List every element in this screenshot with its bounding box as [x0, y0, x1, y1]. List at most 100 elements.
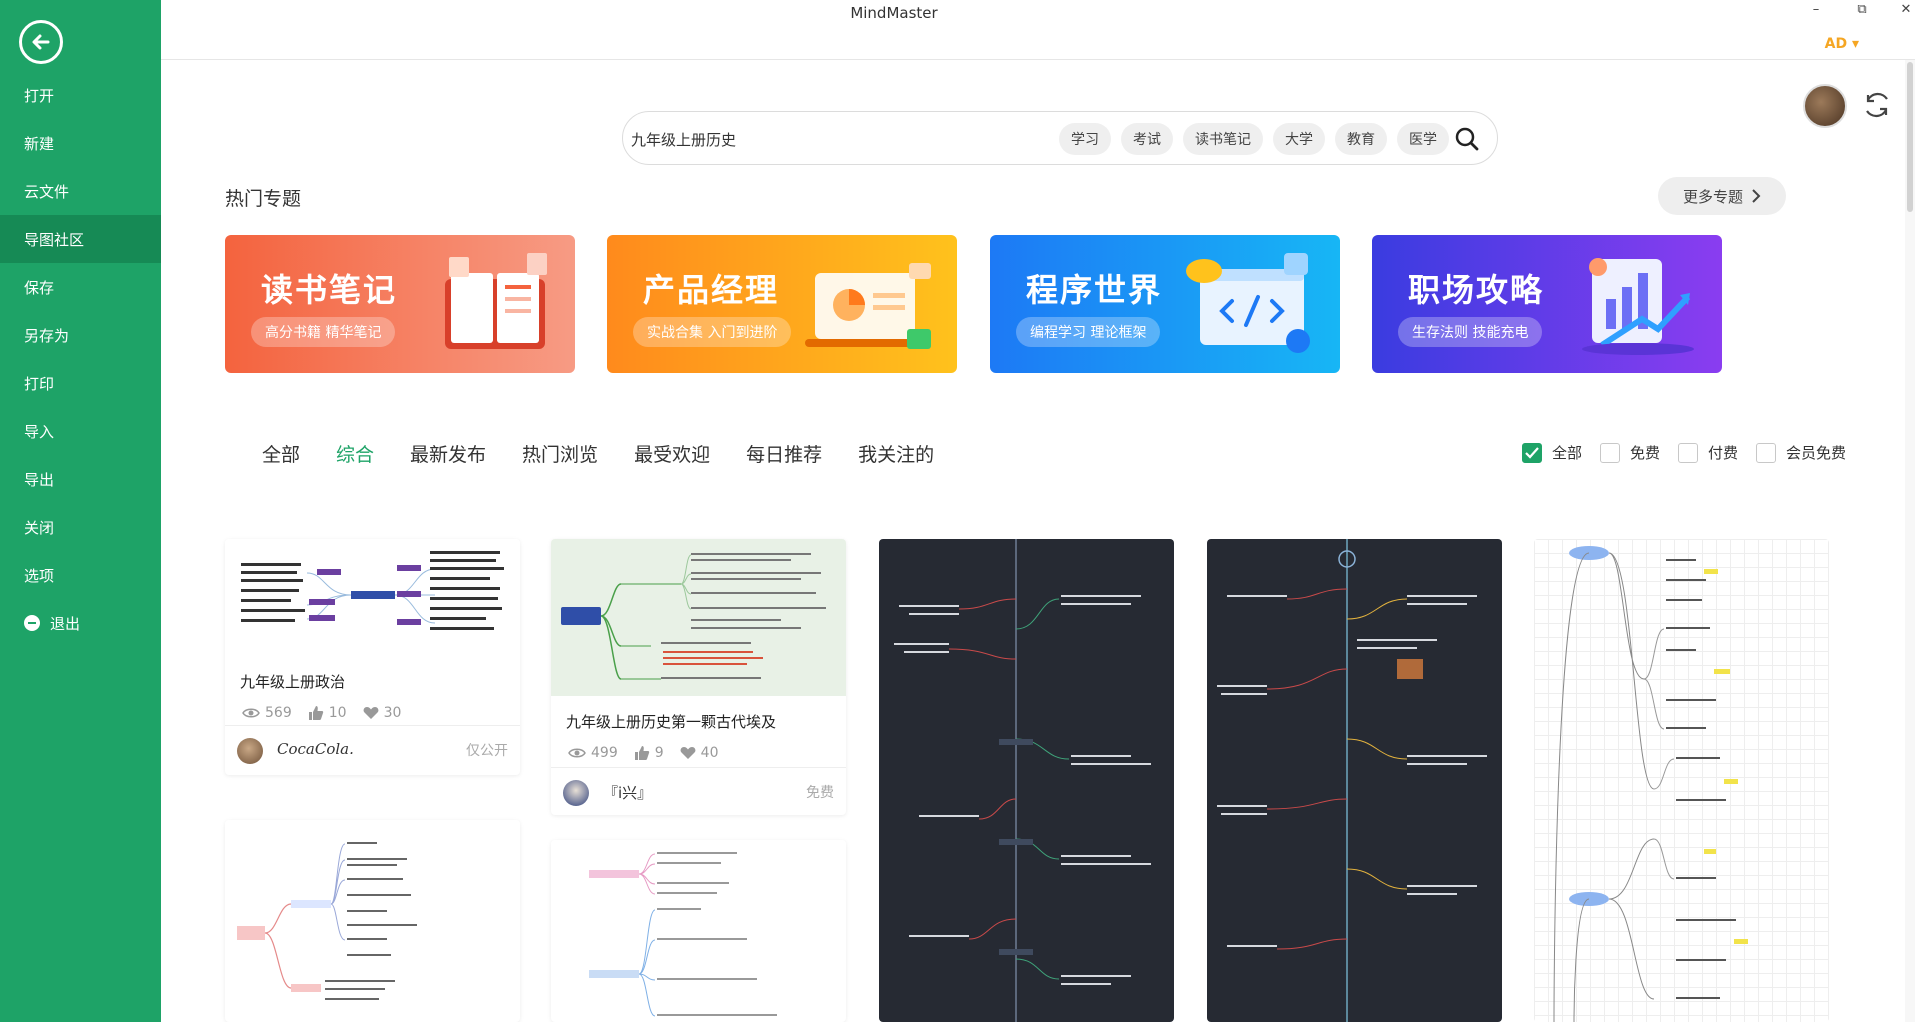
favorites-stat: 40 [680, 745, 718, 761]
card-thumbnail [894, 539, 1151, 1022]
menu-item-label: 新建 [24, 134, 55, 153]
template-card[interactable] [225, 820, 520, 1022]
restore-button[interactable]: ⧉ [1857, 2, 1867, 17]
visibility-badge: 仅公开 [466, 743, 508, 759]
filter-member-free[interactable]: 会员免费 [1756, 442, 1846, 463]
menu-item-label: 关闭 [24, 518, 55, 537]
search-tag[interactable]: 教育 [1335, 123, 1387, 155]
views-stat: 569 [242, 705, 292, 721]
banner-subtitle: 编程学习 理论框架 [1016, 317, 1161, 347]
menu-item-close[interactable]: 关闭 [0, 503, 161, 551]
tab-latest[interactable]: 最新发布 [410, 444, 487, 466]
tab-general[interactable]: 综合 [336, 444, 375, 466]
price-badge: 免费 [806, 785, 834, 801]
search-tags: 学习 考试 读书笔记 大学 教育 医学 [1059, 123, 1449, 155]
tab-all[interactable]: 全部 [262, 444, 301, 466]
account-menu[interactable]: AD ▾ [1824, 36, 1859, 52]
filter-free[interactable]: 免费 [1600, 442, 1660, 463]
tab-hot[interactable]: 热门浏览 [522, 444, 599, 466]
topic-banner-programming[interactable]: 程序世界 编程学习 理论框架 [990, 235, 1340, 373]
search-tag[interactable]: 医学 [1397, 123, 1449, 155]
close-button[interactable]: ✕ [1900, 2, 1912, 17]
filter-paid[interactable]: 付费 [1678, 442, 1738, 463]
search-icon[interactable] [1453, 125, 1481, 153]
menu-item-print[interactable]: 打印 [0, 359, 161, 407]
template-card[interactable]: 九年级上册历史第一颗古代埃及 499 9 40 『i兴』 免费 [551, 539, 846, 815]
back-button[interactable] [19, 20, 63, 64]
file-menu: 打开 新建 云文件 导图社区 保存 另存为 打印 导入 导出 关闭 选项 退出 [0, 71, 161, 647]
card-title: 九年级上册政治 [240, 673, 346, 691]
search-tag[interactable]: 大学 [1273, 123, 1325, 155]
menu-item-options[interactable]: 选项 [0, 551, 161, 599]
template-card[interactable] [879, 539, 1174, 1022]
checkbox[interactable] [1756, 442, 1777, 463]
scrollbar-track[interactable] [1905, 60, 1915, 1022]
template-card[interactable] [1534, 539, 1829, 1022]
menu-item-label: 保存 [24, 278, 55, 297]
code-window-icon [1186, 253, 1310, 353]
search-input[interactable] [631, 124, 1031, 154]
tab-popular[interactable]: 最受欢迎 [634, 444, 711, 466]
topic-banner-reading[interactable]: 读书笔记 高分书籍 精华笔记 [225, 235, 575, 373]
banner-subtitle: 高分书籍 精华笔记 [251, 317, 396, 347]
menu-item-open[interactable]: 打开 [0, 71, 161, 119]
card-thumbnail [551, 539, 846, 696]
tab-following[interactable]: 我关注的 [858, 444, 935, 466]
minimize-button[interactable]: – [1812, 2, 1820, 17]
likes-count: 9 [654, 745, 664, 761]
card-stats: 569 10 30 [242, 705, 401, 721]
banner-title: 产品经理 [643, 271, 780, 309]
menu-item-exit[interactable]: 退出 [0, 599, 161, 647]
more-topics-label: 更多专题 [1682, 187, 1743, 206]
sidebar: 打开 新建 云文件 导图社区 保存 另存为 打印 导入 导出 关闭 选项 退出 [0, 0, 161, 1022]
price-filters: 全部 免费 付费 会员免费 [1522, 442, 1846, 463]
card-thumbnail [1553, 546, 1748, 1022]
menu-item-label: 打印 [24, 374, 55, 393]
author-avatar[interactable] [237, 738, 263, 764]
arrow-left-icon [32, 34, 50, 50]
thumbs-up-icon [308, 706, 323, 720]
card-title: 九年级上册历史第一颗古代埃及 [566, 713, 777, 731]
checkbox-checked[interactable] [1522, 442, 1542, 463]
heart-icon [680, 747, 696, 759]
more-topics-button[interactable]: 更多专题 [1658, 177, 1786, 215]
topic-banner-product[interactable]: 产品经理 实战合集 入门到进阶 [607, 235, 957, 373]
card-footer: CocaCola. 仅公开 [225, 725, 520, 773]
search-tag[interactable]: 读书笔记 [1183, 123, 1263, 155]
card-thumbnail [225, 539, 520, 639]
menu-item-new[interactable]: 新建 [0, 119, 161, 167]
eye-icon [568, 748, 586, 758]
checkbox[interactable] [1678, 442, 1699, 463]
banner-title: 读书笔记 [261, 271, 398, 309]
topic-banner-career[interactable]: 职场攻略 生存法则 技能充电 [1372, 235, 1722, 373]
views-count: 569 [265, 705, 292, 721]
template-card[interactable] [551, 840, 846, 1022]
favorites-stat: 30 [363, 705, 401, 721]
menu-item-cloud-files[interactable]: 云文件 [0, 167, 161, 215]
card-thumbnail [1217, 539, 1487, 1022]
template-card[interactable] [1207, 539, 1502, 1022]
template-card[interactable]: 九年级上册政治 569 10 30 CocaCola. 仅公开 [225, 539, 520, 775]
filter-all[interactable]: 全部 [1522, 442, 1582, 463]
author-avatar[interactable] [563, 780, 589, 806]
search-tag[interactable]: 考试 [1121, 123, 1173, 155]
filter-label: 付费 [1708, 444, 1739, 462]
menu-item-community[interactable]: 导图社区 [0, 215, 161, 263]
menu-item-save[interactable]: 保存 [0, 263, 161, 311]
banner-title: 程序世界 [1026, 271, 1163, 309]
search-tag[interactable]: 学习 [1059, 123, 1111, 155]
user-avatar[interactable] [1803, 84, 1847, 128]
menu-item-export[interactable]: 导出 [0, 455, 161, 503]
checkmark-icon [1525, 446, 1539, 459]
menu-item-label: 导图社区 [24, 230, 85, 249]
refresh-icon[interactable] [1860, 88, 1894, 122]
scrollbar-thumb[interactable] [1907, 62, 1913, 212]
menu-item-import[interactable]: 导入 [0, 407, 161, 455]
author-name[interactable]: CocaCola. [277, 740, 354, 758]
checkbox[interactable] [1600, 442, 1621, 463]
tab-daily[interactable]: 每日推荐 [746, 444, 823, 466]
menu-item-save-as[interactable]: 另存为 [0, 311, 161, 359]
search-bar: 学习 考试 读书笔记 大学 教育 医学 [622, 111, 1498, 165]
author-name[interactable]: 『i兴』 [603, 784, 653, 802]
card-thumbnail [237, 842, 417, 1000]
